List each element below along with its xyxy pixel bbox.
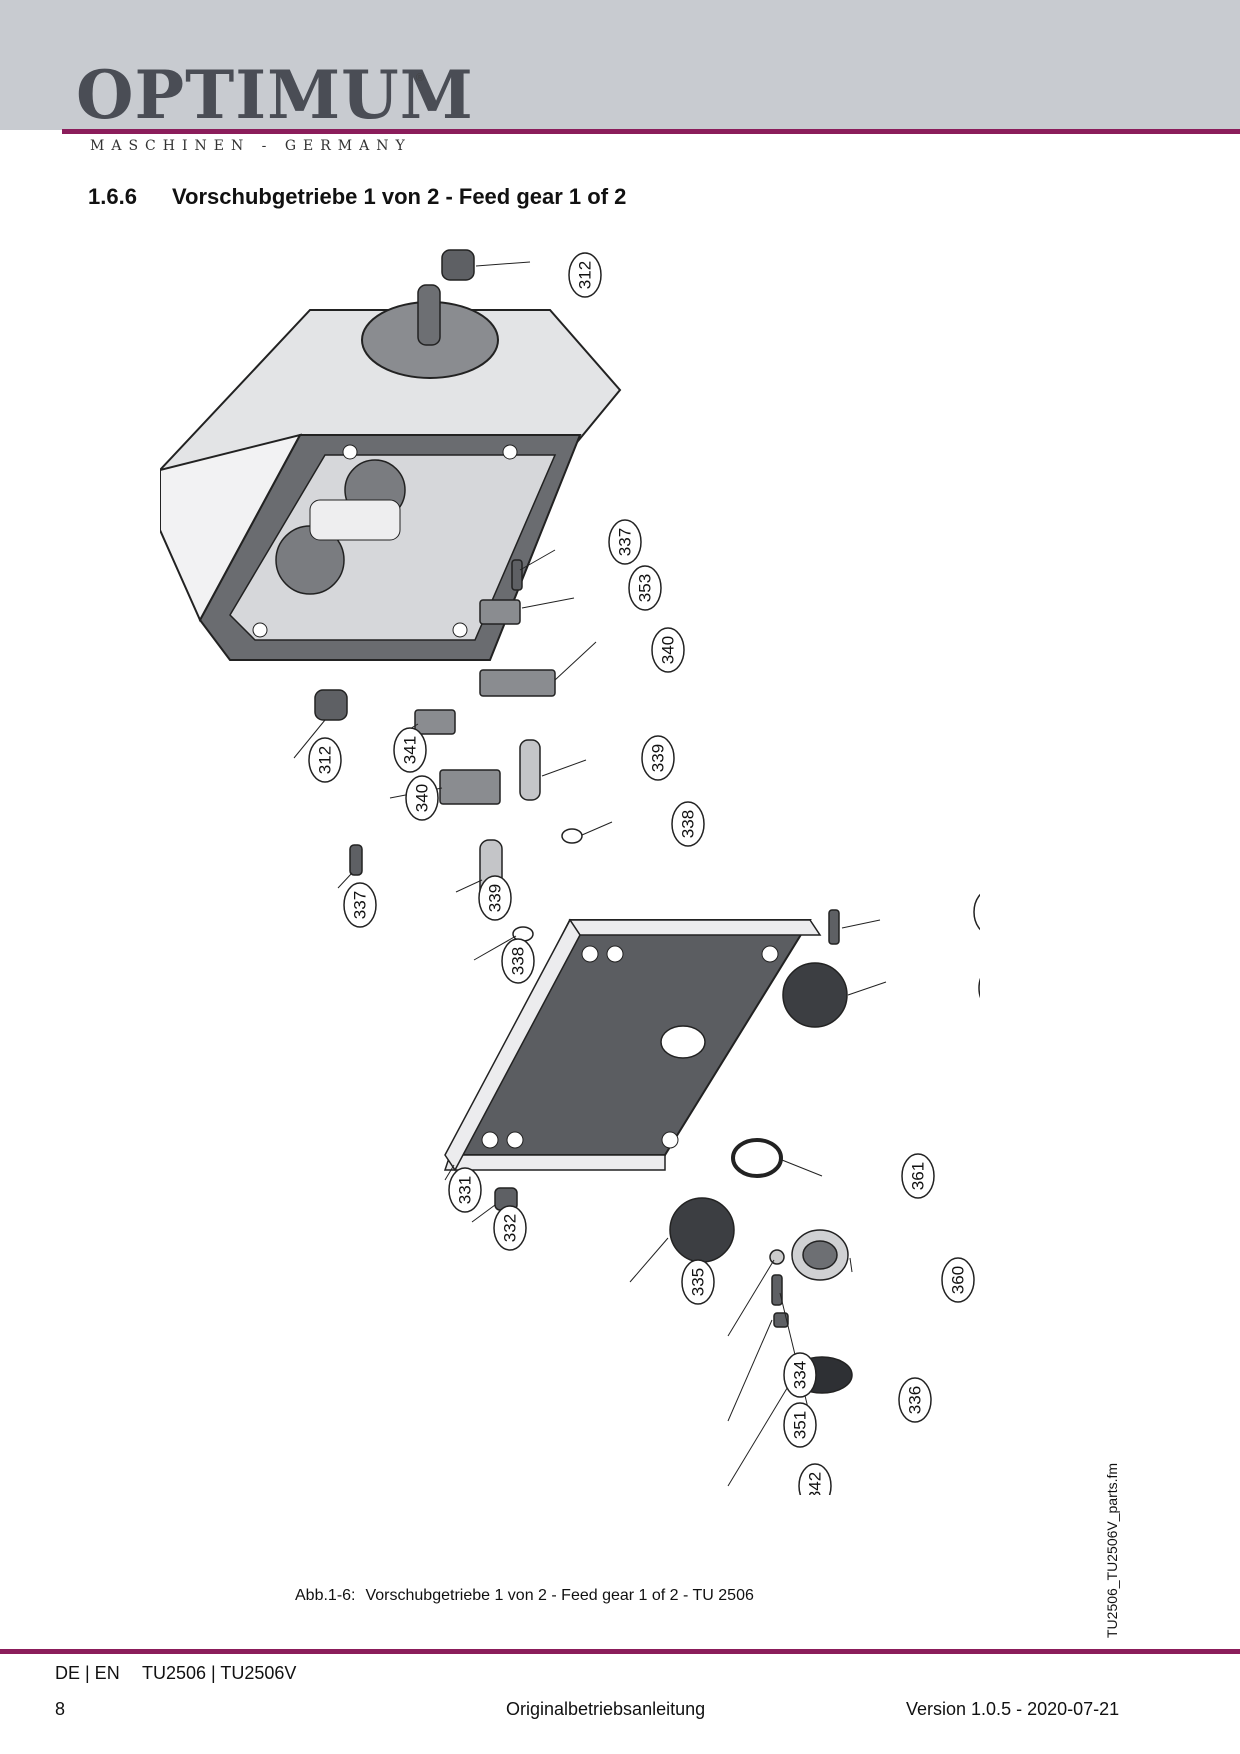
callout-number: 340 <box>413 784 432 812</box>
brand-tagline: MASCHINEN - GERMANY <box>90 138 412 154</box>
callout-number: 353 <box>636 574 655 602</box>
registered-mark: ® <box>416 72 425 84</box>
callout-number: 335 <box>689 1268 708 1296</box>
callout-339: 339 <box>641 735 675 781</box>
callout-342: 342 <box>798 1463 832 1495</box>
page-number: 8 <box>55 1699 66 1719</box>
callout-number: 337 <box>351 891 370 919</box>
callout-332: 332 <box>493 1205 527 1251</box>
callout-338: 338 <box>501 938 535 984</box>
callout-number: 336 <box>906 1386 925 1414</box>
footer-document-type: Originalbetriebsanleitung <box>506 1699 706 1719</box>
callout-number: 331 <box>456 1176 475 1204</box>
callout-number: 341 <box>401 736 420 764</box>
caption-text: Vorschubgetriebe 1 von 2 - Feed gear 1 o… <box>365 1587 754 1604</box>
callout-351: 351 <box>783 1402 817 1448</box>
header-band <box>0 0 1240 130</box>
callout-335: 335 <box>681 1259 715 1305</box>
callout-number: 342 <box>806 1472 825 1495</box>
brand-logo: OPTIMUM <box>76 56 474 134</box>
callout-337: 337 <box>608 519 642 565</box>
header-rule <box>62 129 1240 134</box>
callout-number: 334 <box>791 1361 810 1389</box>
callout-number: 351 <box>791 1411 810 1439</box>
callout-352: 352 <box>973 893 980 931</box>
callout-341: 341 <box>393 727 427 773</box>
callout-number: 312 <box>576 261 595 289</box>
section-title: Vorschubgetriebe 1 von 2 - Feed gear 1 o… <box>172 184 627 209</box>
callout-353: 353 <box>628 565 662 611</box>
callout-number: 361 <box>909 1162 928 1190</box>
callout-number: 332 <box>501 1214 520 1242</box>
callout-number: 360 <box>949 1266 968 1294</box>
figure-caption: Abb.1-6: Vorschubgetriebe 1 von 2 - Feed … <box>295 1587 764 1605</box>
footer-models: TU2506 | TU2506V <box>142 1663 297 1683</box>
callout-360: 360 <box>941 1257 975 1303</box>
callout-312: 312 <box>568 252 602 298</box>
gearbox-housing <box>160 284 622 661</box>
footer-languages: DE | EN <box>55 1663 120 1683</box>
exploded-view-drawing: 3123373533403123413393403383373393383523… <box>160 249 980 1495</box>
callout-312: 312 <box>308 737 342 783</box>
callout-number: 312 <box>316 746 335 774</box>
callout-labels: 3123373533403123413393403383373393383523… <box>308 252 980 1495</box>
callout-335: 335 <box>978 977 980 999</box>
callout-331: 331 <box>448 1167 482 1213</box>
callout-number: 338 <box>679 810 698 838</box>
source-file-label: TU2506_TU2506V_parts.fm <box>1104 1462 1120 1638</box>
section-number: 1.6.6 <box>88 184 137 209</box>
callout-337: 337 <box>343 882 377 928</box>
callout-340: 340 <box>405 775 439 821</box>
callout-334: 334 <box>783 1352 817 1398</box>
callout-number: 340 <box>659 636 678 664</box>
callout-361: 361 <box>901 1153 935 1199</box>
callout-number: 339 <box>649 744 668 772</box>
callout-number: 338 <box>509 947 528 975</box>
caption-label: Abb.1-6: <box>295 1587 356 1604</box>
callout-340: 340 <box>651 627 685 673</box>
callout-336: 336 <box>898 1377 932 1423</box>
callout-number: 337 <box>616 528 635 556</box>
base-plate <box>443 918 822 1172</box>
callout-number: 339 <box>486 884 505 912</box>
footer-rule <box>0 1649 1240 1654</box>
callout-338: 338 <box>671 801 705 847</box>
footer-version: Version 1.0.5 - 2020-07-21 <box>906 1699 1120 1719</box>
callout-339: 339 <box>478 875 512 921</box>
leader-lines <box>293 261 887 1487</box>
